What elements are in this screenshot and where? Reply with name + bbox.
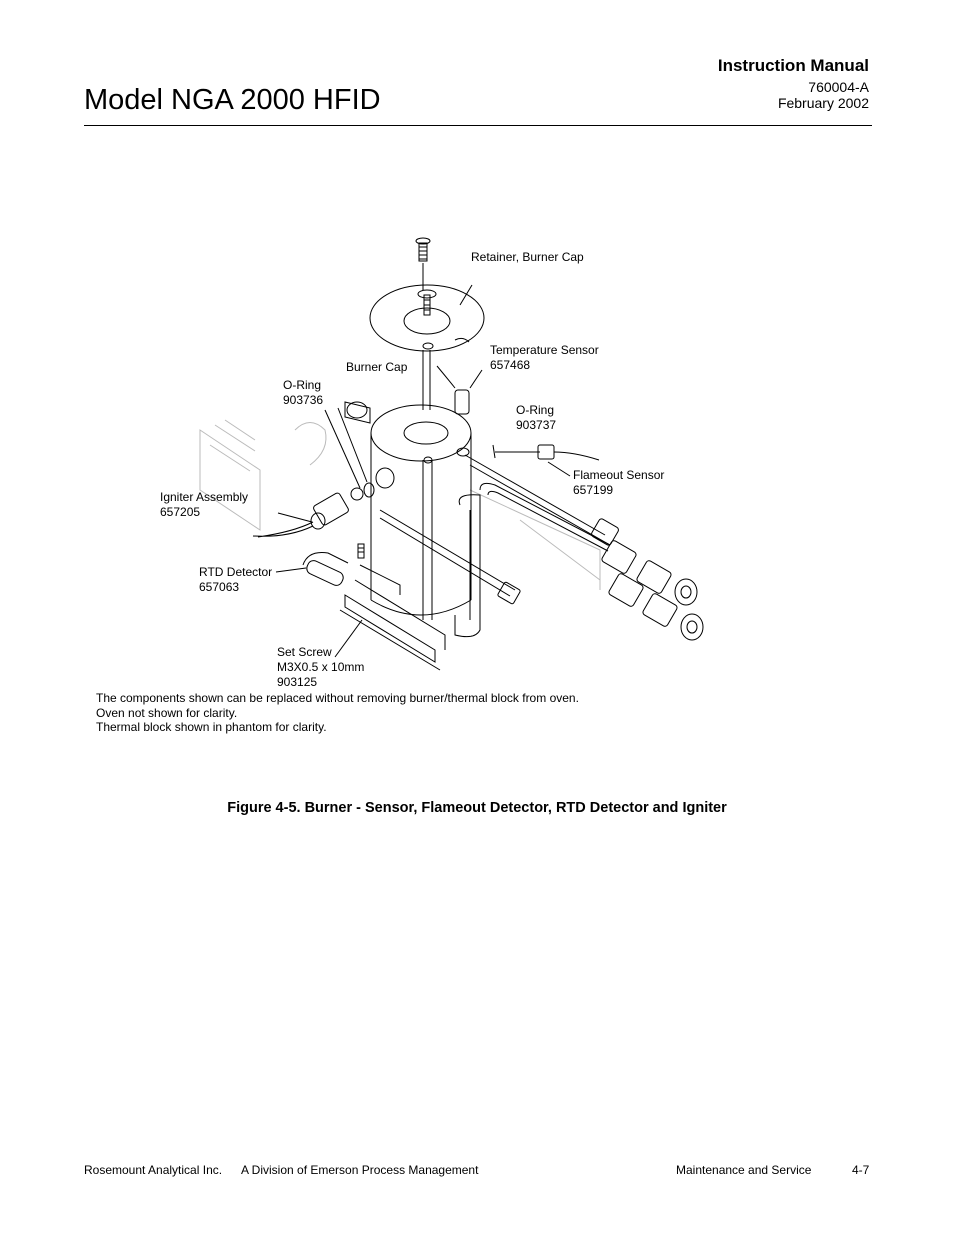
- note-line: The components shown can be replaced wit…: [96, 691, 579, 705]
- callout-igniter-assembly: Igniter Assembly 657205: [160, 490, 248, 520]
- callout-part-number: 657199: [573, 483, 614, 497]
- figure-caption: Figure 4-5. Burner - Sensor, Flameout De…: [227, 800, 727, 816]
- footer-page-number: 4-7: [852, 1163, 870, 1177]
- rtd-detector: [275, 543, 365, 586]
- callout-part-number: 657205: [160, 505, 201, 519]
- callout-temperature-sensor: Temperature Sensor 657468: [490, 343, 599, 373]
- callout-part-number: 903737: [516, 418, 557, 432]
- base-rails: [334, 564, 446, 671]
- callout-line: O-Ring: [516, 403, 555, 417]
- callout-line: O-Ring: [283, 378, 322, 392]
- callout-o-ring-left: O-Ring 903736: [283, 378, 323, 408]
- footer-division: A Division of Emerson Process Management: [241, 1163, 479, 1177]
- callout-line: Igniter Assembly: [160, 490, 249, 504]
- callout-line: Temperature Sensor: [490, 343, 599, 357]
- retainer-burner-cap: [369, 284, 485, 352]
- callout-line: M3X0.5 x 10mm: [277, 660, 365, 674]
- callout-part-number: 657468: [490, 358, 531, 372]
- document-number: 760004-A: [808, 79, 869, 95]
- top-screw: [415, 237, 431, 290]
- callout-line: Set Screw: [277, 645, 332, 659]
- callout-o-ring-right: O-Ring 903737: [516, 403, 556, 433]
- figure-notes: The components shown can be replaced wit…: [96, 691, 579, 735]
- temperature-sensor: [436, 365, 483, 415]
- tubing: [379, 454, 611, 638]
- callout-rtd-detector: RTD Detector 657063: [199, 565, 272, 595]
- page-title: Model NGA 2000 HFID: [84, 84, 381, 116]
- burner-exploded-drawing: [199, 237, 704, 671]
- callout-flameout-sensor: Flameout Sensor 657199: [573, 468, 664, 498]
- note-line: Thermal block shown in phantom for clari…: [96, 720, 327, 734]
- document-date: February 2002: [777, 95, 869, 111]
- callout-set-screw: Set Screw M3X0.5 x 10mm 903125: [277, 645, 364, 690]
- igniter-assembly: [252, 482, 375, 538]
- callout-retainer-burner-cap: Retainer, Burner Cap: [471, 250, 584, 264]
- callout-part-number: 903125: [277, 675, 318, 689]
- footer-section: Maintenance and Service: [676, 1163, 812, 1177]
- flameout-sensor: [492, 444, 600, 477]
- callout-burner-cap: Burner Cap: [346, 360, 408, 374]
- callout-part-number: 657063: [199, 580, 240, 594]
- burner-body: [344, 401, 472, 620]
- header-divider: [84, 125, 872, 126]
- callout-part-number: 903736: [283, 393, 324, 407]
- note-line: Oven not shown for clarity.: [96, 705, 238, 720]
- fittings: [497, 518, 704, 641]
- callout-line: RTD Detector: [199, 565, 273, 579]
- manual-label: Instruction Manual: [717, 56, 869, 75]
- footer-company: Rosemount Analytical Inc.: [84, 1163, 223, 1177]
- callout-line: Flameout Sensor: [573, 468, 665, 482]
